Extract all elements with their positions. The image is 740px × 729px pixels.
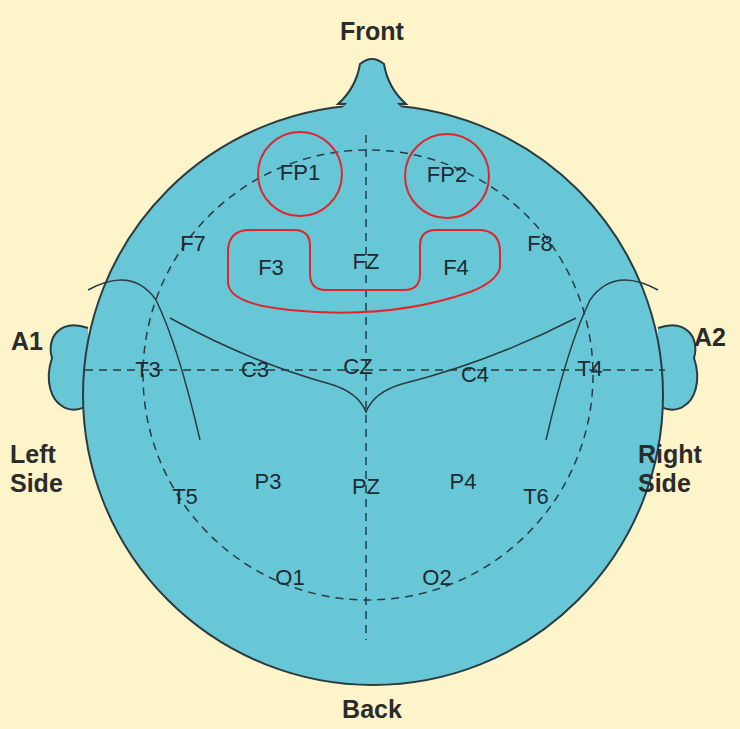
highlight-group: F3 FZ F4 <box>220 222 510 324</box>
direction-label: Front <box>340 18 404 46</box>
electrode-label: C3 <box>241 358 269 382</box>
head-outline <box>83 105 663 685</box>
electrode-label: FP1 <box>280 161 320 185</box>
temporal-curve <box>546 280 658 440</box>
direction-label: Back <box>342 696 402 724</box>
electrode-label: T5 <box>172 485 198 509</box>
midline <box>365 135 367 640</box>
temporal-curve <box>88 280 200 440</box>
electrode-label: FP2 <box>427 163 467 187</box>
electrode-label: P3 <box>255 470 282 494</box>
electrode-label: C4 <box>461 363 489 387</box>
electrode-label: O2 <box>422 566 451 590</box>
electrode-label: T4 <box>577 357 603 381</box>
electrode-label: F7 <box>180 232 206 256</box>
electrode-label: F3 <box>258 256 284 280</box>
electrode-label: F4 <box>443 256 469 280</box>
ear-electrode-label: A2 <box>694 324 726 352</box>
electrode-label: T3 <box>135 358 161 382</box>
side-label: Right Side <box>638 440 730 498</box>
highlight-circle: FP2 <box>403 132 491 220</box>
central-curve <box>170 318 576 412</box>
electrode-label: PZ <box>352 475 380 499</box>
highlight-circle: FP1 <box>256 130 344 218</box>
dashed-ring <box>143 150 593 600</box>
electrode-label: P4 <box>450 470 477 494</box>
side-label: Left Side <box>10 440 90 498</box>
electrode-label: CZ <box>343 355 372 379</box>
electrode-label: O1 <box>275 566 304 590</box>
nose-join <box>342 64 402 108</box>
red-outline <box>228 230 500 313</box>
electrode-label: F8 <box>527 232 553 256</box>
electrode-label: FZ <box>353 250 380 274</box>
ear-electrode-label: A1 <box>11 328 43 356</box>
red-outline <box>258 132 342 216</box>
electrode-label: T6 <box>523 485 549 509</box>
red-outline <box>405 134 489 218</box>
